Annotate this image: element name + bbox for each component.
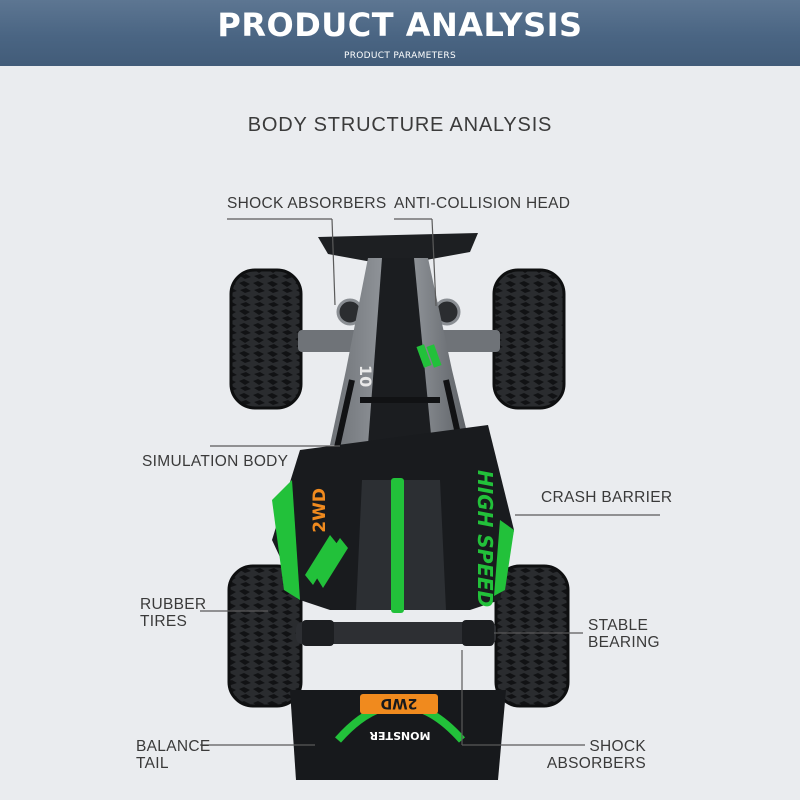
- page-subtitle: PRODUCT PARAMETERS: [344, 51, 456, 61]
- front-left-tire: [229, 268, 303, 410]
- label-balance-tail-line1: BALANCE: [136, 738, 211, 755]
- label-anti-collision-head: ANTI-COLLISION HEAD: [394, 195, 571, 212]
- label-rubber-tires-line1: RUBBER: [140, 596, 207, 613]
- 2wd-side-decal: 2WD: [310, 488, 330, 533]
- label-balance-tail: BALANCE TAIL: [136, 738, 210, 772]
- anti-collision-head: [318, 233, 478, 262]
- rear-2wd-decal: 2WD: [381, 695, 418, 711]
- front-suspension: [298, 298, 500, 352]
- label-balance-tail-line2: TAIL: [136, 755, 169, 772]
- label-stable-bearing-line2: BEARING: [588, 634, 660, 651]
- balance-tail: [290, 690, 506, 780]
- label-shock-absorbers-bottom: SHOCK ABSORBERS: [547, 738, 646, 772]
- front-right-tire: [492, 268, 566, 410]
- car-number: 10: [356, 365, 375, 387]
- label-stable-bearing: STABLE BEARING: [588, 617, 660, 651]
- label-stable-bearing-line1: STABLE: [588, 617, 649, 634]
- label-simulation-body: SIMULATION BODY: [142, 453, 289, 470]
- page-title: PRODUCT ANALYSIS: [217, 6, 583, 44]
- label-rubber-tires-line2: TIRES: [140, 613, 188, 630]
- label-shock-absorbers-top: SHOCK ABSORBERS: [227, 195, 387, 212]
- label-shock-absorbers-bottom-line2: ABSORBERS: [546, 755, 646, 772]
- label-crash-barrier: CRASH BARRIER: [541, 489, 673, 506]
- monster-decal: MONSTER: [369, 729, 430, 742]
- header-banner: PRODUCT ANALYSIS PRODUCT PARAMETERS: [0, 0, 800, 66]
- high-speed-decal: HIGH SPEED: [473, 470, 497, 607]
- rear-axle: [296, 620, 496, 646]
- rear-right-tire: [494, 564, 570, 708]
- section-title: BODY STRUCTURE ANALYSIS: [247, 114, 553, 136]
- label-shock-absorbers-bottom-line1: SHOCK: [589, 738, 646, 755]
- label-rubber-tires: RUBBER TIRES: [140, 596, 206, 630]
- leader-lines: [200, 218, 660, 746]
